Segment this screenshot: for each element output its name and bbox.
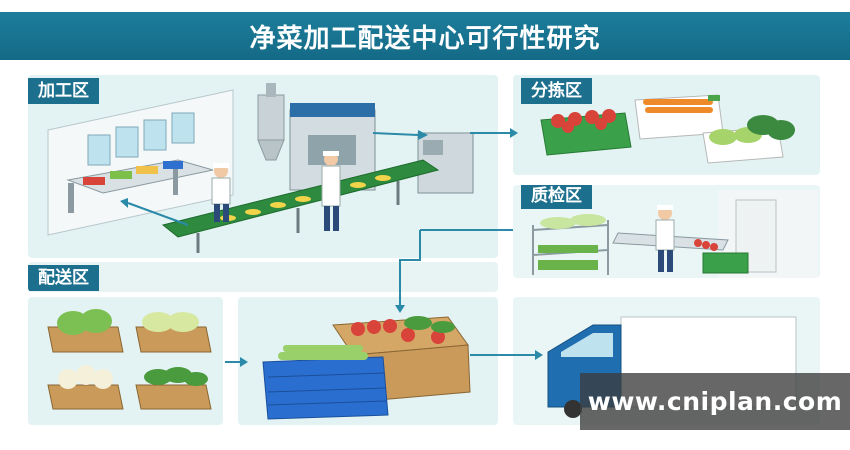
sorting-illustration — [540, 94, 795, 164]
processing-panel: 加工区 — [28, 75, 498, 258]
delivery-label: 配送区 — [28, 265, 99, 291]
watermark-banner: www.cniplan.com — [580, 373, 850, 430]
produce-boxes-illustration — [47, 309, 212, 410]
inspection-label: 质检区 — [521, 185, 592, 209]
inspection-panel: 质检区 — [513, 185, 820, 278]
worker-icon — [321, 151, 341, 231]
watermark-text: www.cniplan.com — [587, 387, 843, 416]
worker-icon — [211, 163, 231, 222]
sorting-panel: 分拣区 — [513, 75, 820, 175]
crates-illustration — [262, 316, 471, 420]
processing-label: 加工区 — [28, 78, 99, 104]
sorting-label: 分拣区 — [521, 78, 592, 104]
title-bar: 净菜加工配送中心可行性研究 — [0, 12, 850, 60]
crates-panel — [238, 297, 498, 425]
produce-boxes-panel — [28, 297, 223, 425]
inspection-illustration — [532, 190, 818, 278]
delivery-header: 配送区 — [28, 262, 498, 292]
page-title: 净菜加工配送中心可行性研究 — [249, 23, 601, 54]
processing-line-illustration — [47, 83, 474, 253]
